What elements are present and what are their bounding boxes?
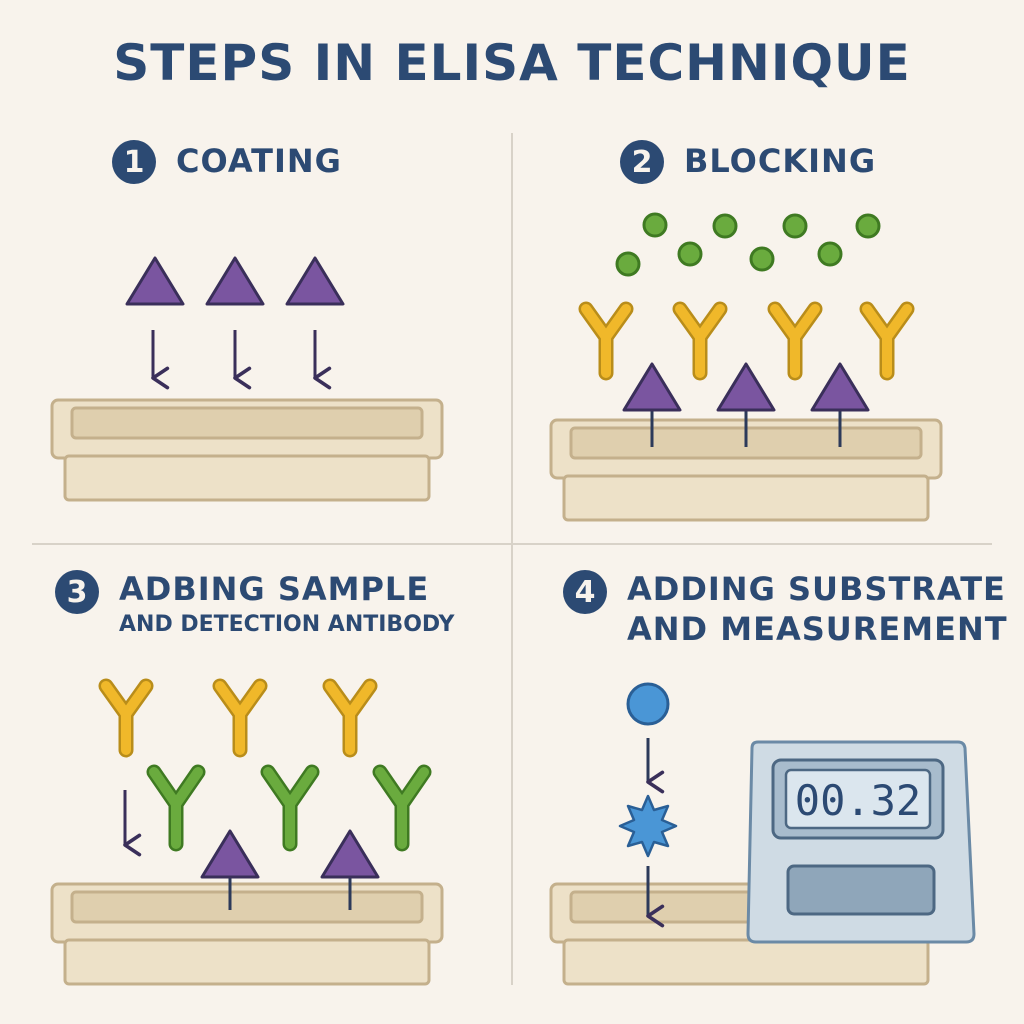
step-3-title: ADBING SAMPLE [119,570,430,608]
blocking-protein-dot [782,213,808,239]
blocking-protein-dot [855,213,881,239]
antigen-triangle [320,829,380,879]
step-1-number-badge: 1 [112,140,156,184]
step-2-header: 2 BLOCKING [620,140,876,184]
panel-3-sample-and-detection [50,686,444,986]
capture-antibody [220,686,260,750]
antigen-triangle [285,256,345,306]
antigen-triangle [622,362,682,412]
step-1-header: 1 COATING [112,140,342,184]
detection-antibody [380,772,424,844]
capture-antibody [680,309,720,373]
antigen-triangle [716,362,776,412]
step-4-number-badge: 4 [563,570,607,614]
step-4-title: ADDING SUBSTRATE [627,570,1006,608]
detection-antibody [154,772,198,844]
page-title: STEPS IN ELISA TECHNIQUE [113,34,911,92]
step-2-title-block: BLOCKING [684,142,876,180]
step-1-title-block: COATING [176,142,342,180]
capture-antibody [106,686,146,750]
antigen-triangle [125,256,185,306]
reader-value: 00.32 [795,776,921,825]
reader-display [784,768,932,830]
step-4-title-block: ADDING SUBSTRATE AND MEASUREMENT [627,570,1008,649]
step-3-subtitle: AND DETECTION ANTIBODY [119,612,455,638]
blocking-protein-dot [817,241,843,267]
blocking-protein-dot [749,246,775,272]
step-3-number-badge: 3 [55,570,99,614]
blocking-protein-dot [615,251,641,277]
step-1-title: COATING [176,142,342,180]
antigen-triangle [205,256,265,306]
blocking-protein-dot [642,212,668,238]
microplate-well [50,882,444,986]
blocking-protein-dot [712,213,738,239]
panel-2-blocking [549,212,943,522]
panel-1-coating [50,256,444,502]
horizontal-divider [32,543,992,545]
capture-antibody [775,309,815,373]
vertical-divider [511,133,513,985]
blocking-protein-dot [677,241,703,267]
antigen-triangle [200,829,260,879]
step-4-header: 4 ADDING SUBSTRATE AND MEASUREMENT [563,570,1008,649]
capture-antibody [586,309,626,373]
step-3-header: 3 ADBING SAMPLE AND DETECTION ANTIBODY [55,570,455,639]
antigen-triangle [810,362,870,412]
step-3-title-block: ADBING SAMPLE AND DETECTION ANTIBODY [119,570,455,639]
capture-antibody [867,309,907,373]
microplate-well [50,398,444,502]
plate-reader: 00.32 [746,740,976,944]
step-2-title: BLOCKING [684,142,877,180]
reaction-star-icon [618,794,678,858]
detection-antibody [268,772,312,844]
panel-4-substrate-and-measurement: 00.32 [549,682,976,986]
step-4-subtitle: AND MEASUREMENT [627,610,1008,649]
step-2-number-badge: 2 [620,140,664,184]
substrate-molecule [626,682,670,726]
reader-slot [786,864,936,916]
capture-antibody [330,686,370,750]
